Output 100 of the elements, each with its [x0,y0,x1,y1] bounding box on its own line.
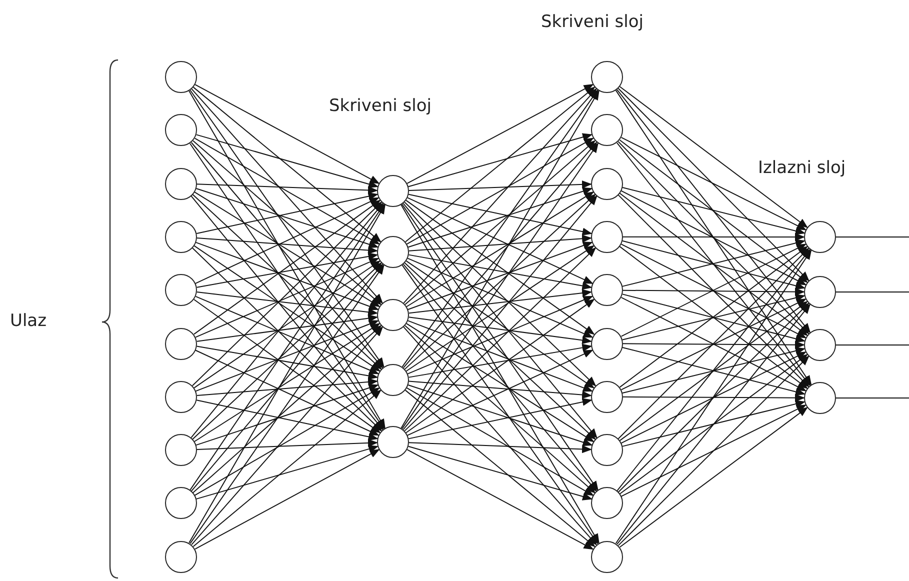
arrow [402,264,598,544]
arrow [188,204,386,544]
arrow [406,138,594,245]
arrow [404,86,596,242]
neuron-circle [377,175,409,207]
arrow [619,300,808,442]
neuron-circle [165,328,197,360]
neuron-circle [377,236,409,268]
neuron-circle [804,276,836,308]
neuron-circle [165,61,197,93]
arrow [194,200,381,335]
arrow [196,252,378,288]
arrow [400,90,600,429]
neuron-circle [165,380,197,413]
arrow [619,192,808,336]
arrow [618,194,810,388]
arrow [406,84,594,184]
arrow [622,187,806,235]
arrow [408,234,592,252]
arrow [616,304,811,545]
connector-line [836,344,909,346]
arrow [196,238,378,254]
arrow [406,200,595,335]
arrow [622,340,805,349]
arrow [408,384,593,446]
arrow [196,346,378,380]
layer-label: Skriveni sloj [329,96,432,116]
arrow [408,289,592,314]
arrow [400,204,600,544]
neuron-circle [804,221,836,253]
arrow [408,254,592,290]
arrow [194,299,381,434]
arrow [402,264,598,492]
arrow [408,380,592,399]
arrow [196,184,378,194]
arrow [194,388,380,496]
arrow [404,140,596,306]
arrow [406,260,595,388]
arrow [195,350,380,436]
arrow [192,140,382,306]
arrow [619,86,808,228]
arrow [616,248,811,492]
arrow [620,352,807,444]
arrow [615,249,812,544]
arrow [620,190,807,286]
arrow [618,356,810,546]
arrow [196,192,378,234]
arrow [192,86,382,242]
neuron-circle [591,487,623,520]
arrow [407,350,594,436]
arrow [190,142,384,369]
arrow [190,263,384,492]
arrow [408,187,593,248]
arrow [194,84,380,184]
neuron-circle [591,220,623,253]
neuron-circle [165,434,197,466]
arrow [619,354,808,494]
arrow [618,141,810,334]
arrow [404,390,596,548]
arrow [402,142,598,430]
arrow [622,394,805,402]
arrow [404,325,596,494]
neuron-circle [165,487,197,520]
arrow [618,88,810,282]
neuron-circle [591,434,623,466]
arrow [408,133,593,188]
arrow [188,90,386,430]
arrow [195,320,379,392]
arrow [194,260,381,388]
input-label: Ulaz [10,311,47,331]
arrow [191,326,384,546]
arrow [615,90,812,386]
arrow [195,296,380,374]
neuron-circle [165,540,197,573]
arrow [622,233,805,241]
neuron-circle [165,114,197,146]
neuron-circle [165,220,197,253]
arrow [406,245,595,372]
arrow [196,292,378,316]
arrow [190,143,385,430]
arrow [190,90,384,368]
neuron-circle [591,380,623,413]
arrow [196,384,379,446]
arrow [192,390,382,547]
arrow [192,324,382,494]
arrow [620,404,807,497]
arrow [402,204,599,492]
arrow [194,245,381,372]
arrow [196,445,379,500]
arrow [408,316,592,344]
arrow [406,191,594,308]
arrow [408,446,593,500]
arrow [194,138,380,245]
neuron-circle [591,114,623,146]
arrow [622,288,805,296]
arrow [403,88,597,304]
arrow [191,88,384,304]
arrow [194,323,380,442]
arrow [196,314,378,342]
neuron-circle [591,61,623,93]
